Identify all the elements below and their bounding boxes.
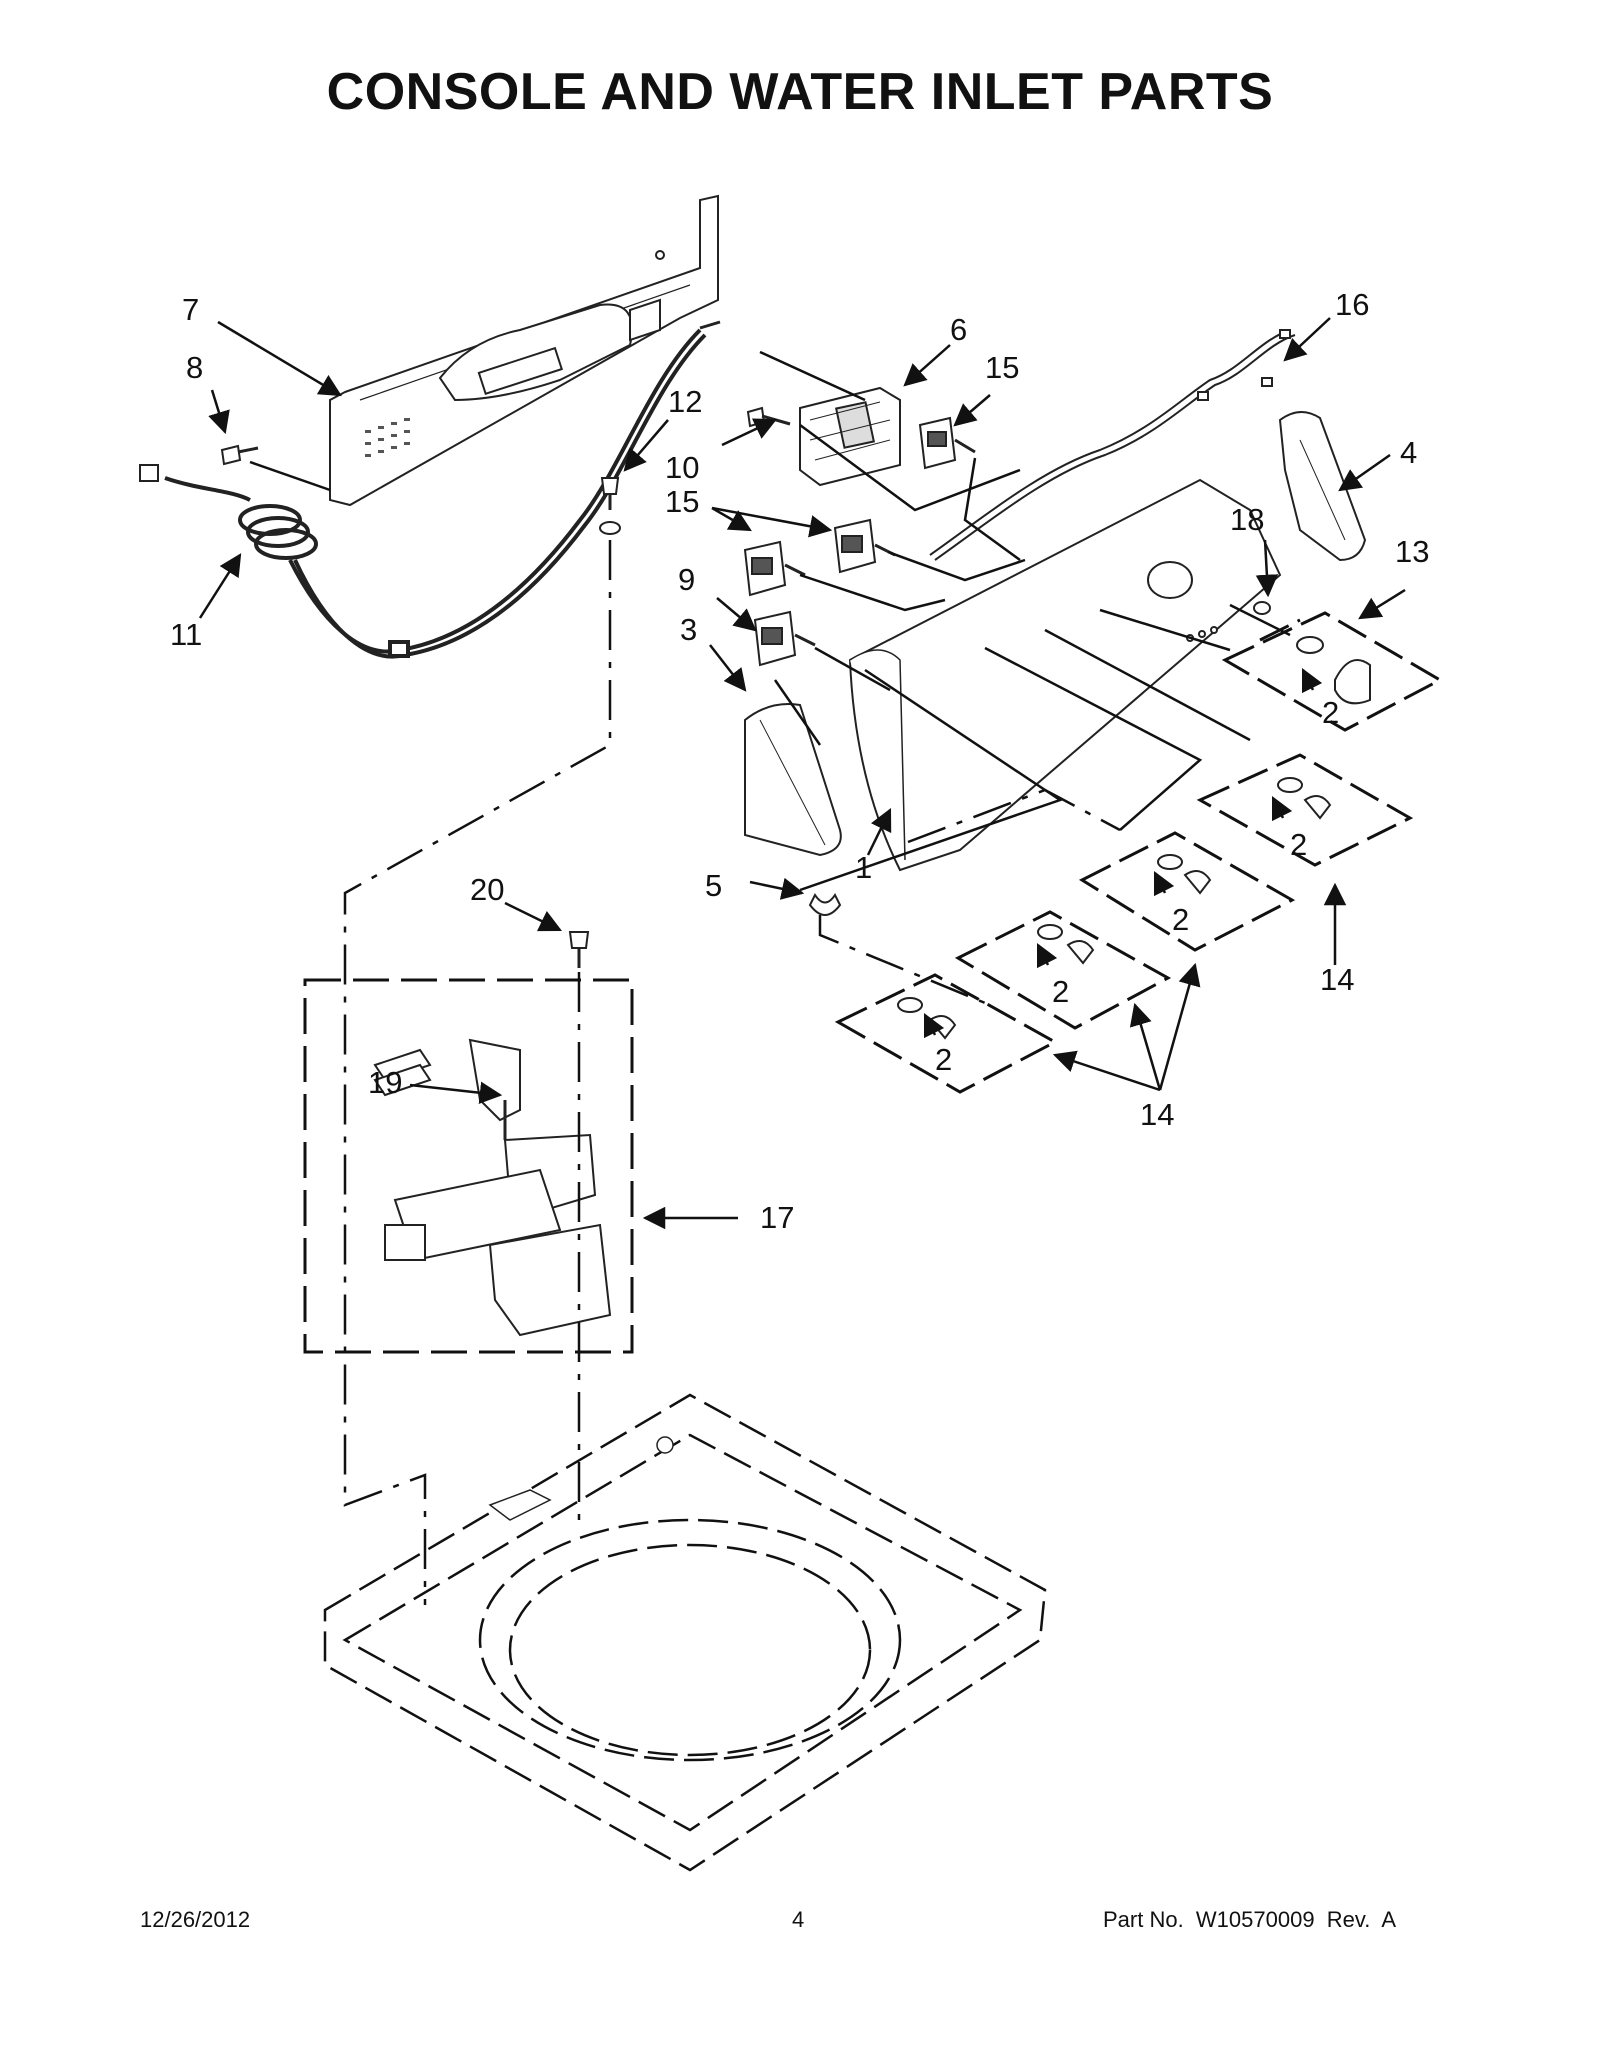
- switch-15-left: [743, 540, 806, 597]
- water-inlet-box: [303, 978, 634, 1354]
- callout-6: 6: [950, 312, 967, 347]
- page-title: CONSOLE AND WATER INLET PARTS: [326, 63, 1274, 121]
- callout-2-a: 2: [1322, 695, 1339, 730]
- nut-18: [1253, 601, 1271, 615]
- callout-1: 1: [855, 850, 872, 885]
- callout-4: 4: [1400, 435, 1417, 470]
- knob-parts: [897, 636, 1371, 1040]
- callout-3: 3: [680, 612, 697, 647]
- switch-15-right: [833, 518, 896, 574]
- right-end-cap: [1278, 411, 1367, 562]
- wire-harness: [929, 329, 1296, 561]
- control-board: [799, 386, 901, 487]
- callout-11: 11: [170, 617, 202, 652]
- console-panel: [848, 478, 1282, 872]
- callout-20: 20: [470, 872, 504, 907]
- callout-2-d: 2: [1052, 974, 1069, 1009]
- screw-8: [220, 444, 259, 466]
- callout-14-bottom: 14: [1140, 1097, 1174, 1132]
- callout-5: 5: [705, 868, 722, 903]
- footer-date: 12/26/2012: [140, 1907, 251, 1932]
- leader-lines: [249, 350, 1291, 892]
- callout-2-c: 2: [1172, 902, 1189, 937]
- clip-5: [808, 893, 842, 916]
- callout-19: 19: [368, 1065, 402, 1100]
- power-cord: [139, 320, 721, 659]
- callout-arrows: [198, 317, 1406, 1230]
- callout-15-top: 15: [985, 350, 1019, 385]
- callout-17: 17: [760, 1200, 794, 1235]
- cabinet-top-details: [488, 1436, 674, 1521]
- screw-20: [568, 931, 590, 968]
- cabinet-top: [323, 1393, 1047, 1872]
- callout-15-left: 15: [665, 484, 699, 519]
- callout-18: 18: [1230, 502, 1264, 537]
- callout-8: 8: [186, 350, 203, 385]
- ground-screw-12: [599, 477, 621, 535]
- water-inlet-assembly: [384, 1133, 612, 1337]
- footer-part-number: Part No. W10570009 Rev. A: [1103, 1907, 1397, 1932]
- callout-2-b: 2: [1290, 827, 1307, 862]
- callout-13: 13: [1395, 534, 1429, 569]
- left-end-cap: [744, 703, 842, 857]
- footer-page-number: 4: [792, 1907, 805, 1932]
- callout-2-e: 2: [935, 1042, 952, 1077]
- callout-7: 7: [182, 292, 199, 327]
- callout-14-right: 14: [1320, 962, 1354, 997]
- callout-12: 12: [668, 384, 702, 419]
- switch-9: [753, 610, 816, 667]
- switch-15-top: [918, 416, 976, 470]
- rear-console-panel: [329, 194, 719, 507]
- callout-9: 9: [678, 562, 695, 597]
- callout-16: 16: [1335, 287, 1369, 322]
- knob-kit-boxes: [834, 611, 1444, 1094]
- callout-10: 10: [665, 450, 699, 485]
